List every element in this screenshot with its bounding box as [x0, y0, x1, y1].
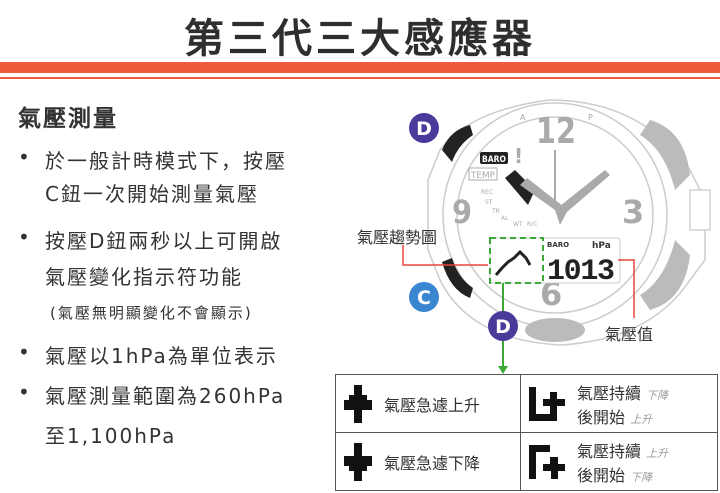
- page-title: 第三代三大感應器: [184, 16, 536, 62]
- handwritten-note: 上升: [630, 412, 653, 426]
- bullet-text: 氣壓測量範圍為260hPa: [45, 384, 286, 408]
- svg-text:AL: AL: [501, 215, 509, 222]
- bullet-text: 氣壓以1hPa為單位表示: [45, 344, 278, 368]
- button-c-label: C: [417, 287, 431, 309]
- indicator-hand: [505, 170, 535, 205]
- trend-label: 氣壓趨勢圖: [357, 228, 438, 247]
- svg-text:TR: TR: [491, 208, 500, 215]
- trend-graph: [494, 249, 532, 276]
- rapid-fall-icon: [344, 442, 372, 481]
- button-d-pusher: [442, 125, 473, 162]
- svg-text:WT: WT: [513, 221, 523, 228]
- lcd-baro: BARO: [547, 241, 569, 249]
- rise-then-fall-icon: [529, 444, 565, 479]
- mode-labels: REC ST TR AL WT R/C: [481, 189, 537, 228]
- hour-hand: [520, 178, 568, 225]
- crown: [689, 189, 711, 231]
- am-label: A: [520, 113, 526, 122]
- temp-badge: [468, 167, 498, 181]
- legend-text: 後開始: [577, 407, 626, 427]
- svg-text:ST: ST: [485, 199, 493, 206]
- rapid-rise-icon: [344, 384, 372, 423]
- baro-badge: [480, 152, 508, 164]
- handwritten-note: 下降: [630, 470, 653, 484]
- button-d-bottom-badge: [488, 311, 518, 341]
- svg-text:R/C: R/C: [527, 221, 537, 228]
- pm-label: P: [588, 113, 593, 122]
- bullet-dot: •: [18, 145, 30, 169]
- bullet-dot: •: [18, 225, 30, 249]
- side-guard: [640, 240, 690, 310]
- bottom-button: [525, 318, 585, 342]
- fall-then-rise-icon: [529, 386, 565, 421]
- bullet-dot: •: [18, 380, 30, 404]
- button-d-badge: [409, 113, 439, 143]
- lcd-unit: hPa: [592, 241, 611, 251]
- legend-text: 氣壓急遽下降: [384, 453, 481, 473]
- bullet-text: 按壓D鈕兩秒以上可開啟: [45, 229, 283, 253]
- trend-leader: [402, 245, 488, 266]
- header-divider-thin: [0, 77, 720, 79]
- alert-mark: !: [514, 144, 523, 168]
- bullet-dot: •: [18, 340, 30, 364]
- legend-text: 氣壓持續: [577, 383, 642, 403]
- button-d-label: D: [416, 118, 432, 140]
- value-label: 氣壓值: [605, 325, 654, 344]
- dial-12: 12: [536, 111, 576, 152]
- button-c-pusher: [442, 258, 473, 298]
- legend-text: 氣壓持續: [577, 441, 642, 461]
- section-heading: 氣壓測量: [18, 106, 118, 132]
- trend-box: [489, 237, 544, 284]
- legend-text: 後開始: [577, 465, 626, 485]
- legend-text: 氣壓急遽上升: [384, 395, 481, 415]
- trend-legend-table: 氣壓急遽上升 氣壓持續 下降 後開始 上升 氣壓急遽下降 氣壓持續 上升 後開始…: [335, 374, 718, 491]
- temp-label: TEMP: [470, 171, 496, 181]
- value-leader: [618, 259, 635, 318]
- arrow-head: [498, 366, 508, 374]
- handwritten-note: 下降: [646, 388, 669, 402]
- side-guard: [640, 120, 690, 190]
- dial-9: 9: [452, 193, 472, 231]
- minute-hand: [555, 170, 610, 218]
- header-divider: [0, 62, 720, 73]
- bullet-text: 於一般計時模式下，按壓: [45, 149, 287, 173]
- lcd-value: 1013: [547, 255, 615, 289]
- dial-6: 6: [540, 275, 562, 313]
- bullet-text: C鈕一次開始測量氣壓: [45, 182, 259, 206]
- button-d-bottom-label: D: [495, 316, 511, 338]
- bullet-text: 氣壓變化指示符功能: [45, 265, 243, 289]
- bullet-note: (氣壓無明顯變化不會顯示): [50, 304, 253, 322]
- dial-3: 3: [622, 193, 644, 231]
- handwritten-note: 上升: [646, 446, 669, 460]
- svg-text:REC: REC: [481, 189, 493, 196]
- button-c-badge: [409, 282, 439, 312]
- baro-label: BARO: [482, 155, 506, 165]
- bullet-text: 至1,100hPa: [45, 424, 177, 448]
